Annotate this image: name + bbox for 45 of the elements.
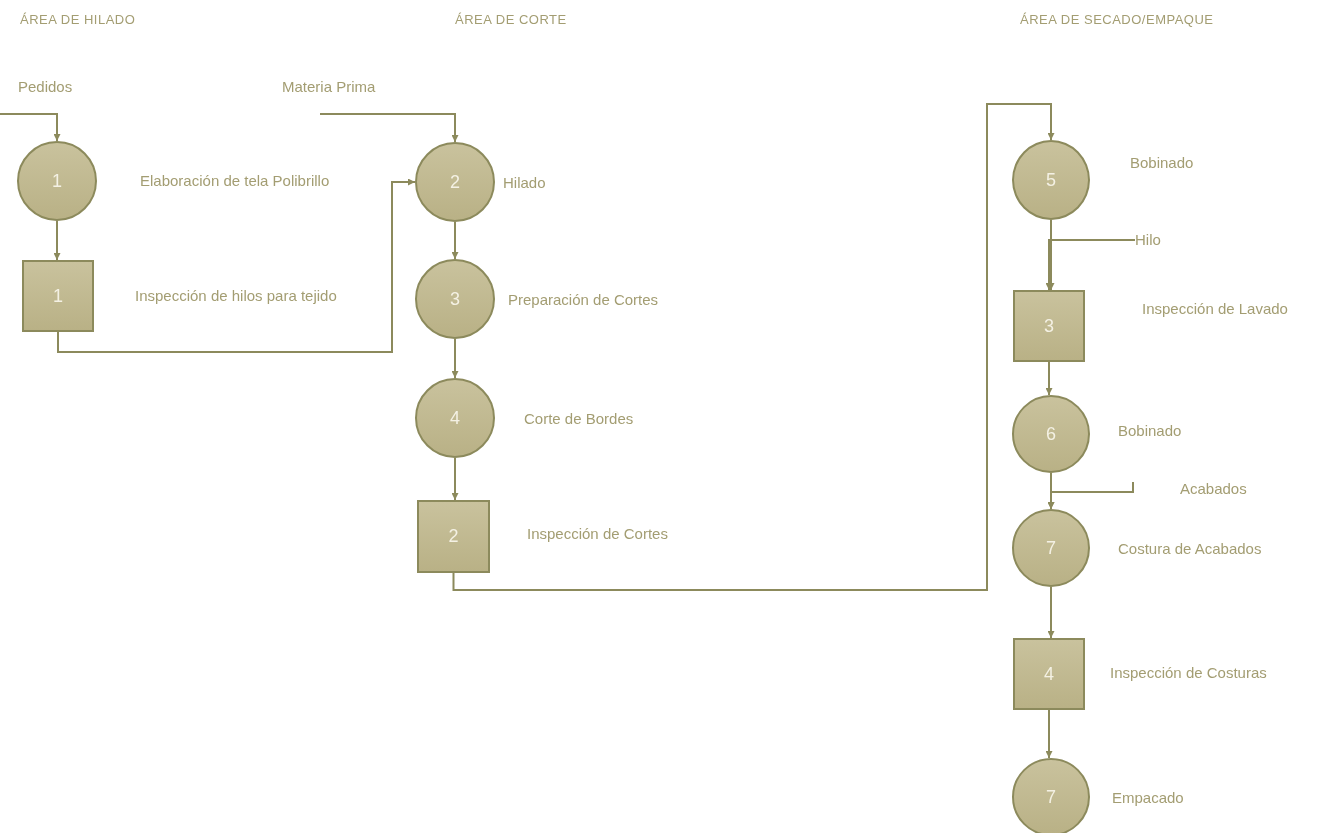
step-description: Inspección de Cortes <box>527 524 669 544</box>
step-description: Costura de Acabados <box>1118 539 1263 559</box>
step-description: Elaboración de tela Polibrillo <box>140 171 331 191</box>
arrow <box>0 113 61 142</box>
step-description: Inspección de hilos para tejido <box>135 286 338 306</box>
arrow <box>452 103 1055 591</box>
inspection-square: 4 <box>1013 638 1085 710</box>
operation-circle: 6 <box>1012 395 1090 473</box>
arrow <box>1045 239 1136 291</box>
area-heading: ÁREA DE CORTE <box>455 12 567 27</box>
input-label: Acabados <box>1180 480 1247 497</box>
arrow <box>451 338 459 379</box>
operation-circle: 7 <box>1012 509 1090 587</box>
arrow <box>451 457 459 501</box>
step-description: Inspección de Lavado <box>1141 299 1289 319</box>
operation-circle: 4 <box>415 378 495 458</box>
inspection-square: 1 <box>22 260 94 332</box>
arrow <box>1045 709 1053 759</box>
arrow <box>319 113 459 143</box>
area-heading: ÁREA DE HILADO <box>20 12 136 27</box>
inspection-square: 3 <box>1013 290 1085 362</box>
operation-circle: 3 <box>415 259 495 339</box>
step-description: Preparación de Cortes <box>508 290 660 310</box>
step-description: Hilado <box>503 173 547 193</box>
input-label: Materia Prima <box>282 78 376 95</box>
arrow <box>1047 481 1134 510</box>
arrow <box>1045 361 1053 396</box>
arrow <box>1047 586 1055 639</box>
operation-circle: 5 <box>1012 140 1090 220</box>
arrow <box>451 221 459 260</box>
step-description: Corte de Bordes <box>524 409 635 429</box>
arrow <box>1047 219 1055 291</box>
operation-circle: 2 <box>415 142 495 222</box>
step-description: Inspección de Costuras <box>1110 663 1268 683</box>
arrow <box>53 220 61 261</box>
input-label: Hilo <box>1135 230 1161 250</box>
inspection-square: 2 <box>417 500 490 573</box>
operation-circle: 7 <box>1012 758 1090 833</box>
operation-circle: 1 <box>17 141 97 221</box>
step-description: Bobinado <box>1130 153 1195 173</box>
arrow <box>57 178 416 353</box>
input-label: Pedidos <box>18 78 73 95</box>
area-heading: ÁREA DE SECADO/EMPAQUE <box>1020 12 1214 27</box>
step-description: Bobinado <box>1118 421 1183 441</box>
step-description: Empacado <box>1112 788 1185 808</box>
